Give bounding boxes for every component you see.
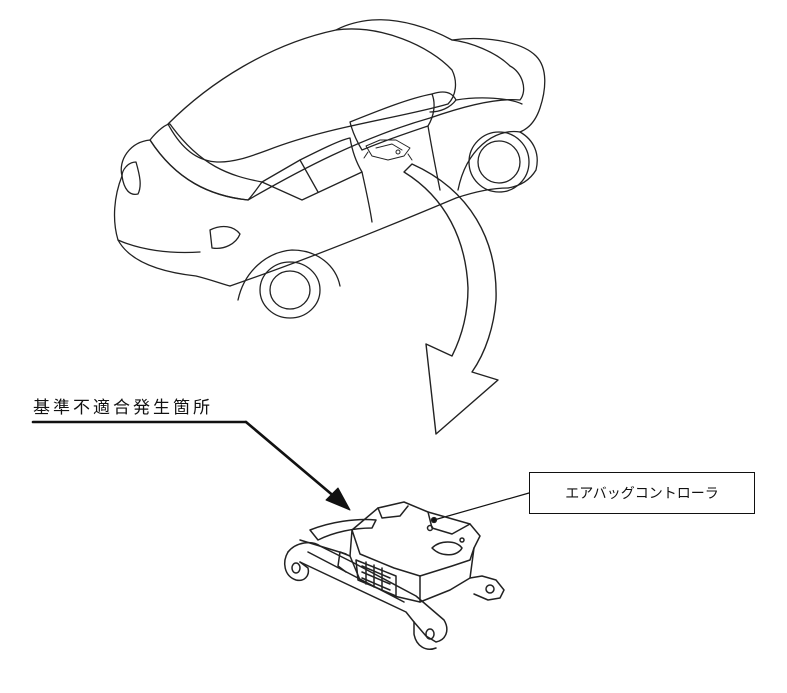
label-leader-line — [433, 492, 530, 521]
car-outline-icon — [113, 19, 546, 319]
controller-location-marker — [363, 139, 413, 161]
airbag-controller-label-box: エアバッグコントローラ — [529, 472, 755, 514]
label-leader-dot — [430, 516, 438, 524]
airbag-controller-label: エアバッグコントローラ — [565, 486, 719, 502]
callout-leader-line — [31, 420, 351, 511]
defect-location-label: 基準不適合発生箇所 — [33, 398, 213, 418]
airbag-controller-icon — [283, 501, 505, 650]
curved-arrow-icon — [403, 163, 499, 435]
